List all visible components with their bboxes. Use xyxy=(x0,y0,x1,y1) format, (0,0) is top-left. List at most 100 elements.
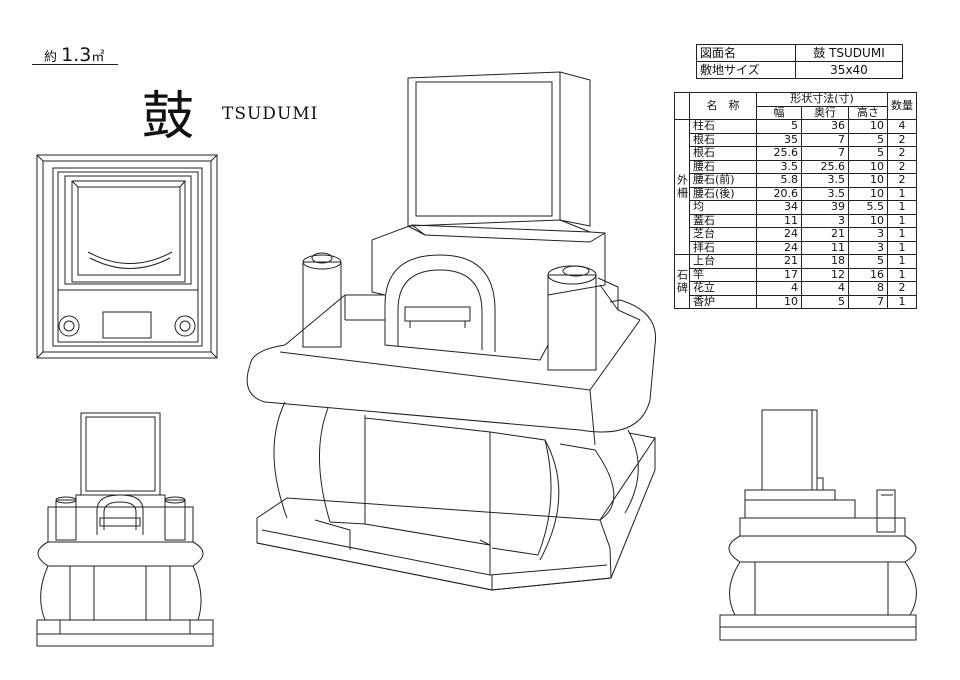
item-name: 根石 xyxy=(689,132,757,147)
dimensions-header: 形状寸法(寸) xyxy=(756,92,888,107)
height-value: 5 xyxy=(848,146,888,161)
item-name: 腰石(後) xyxy=(689,186,757,201)
table-row: 図面名 鼓 TSUDUMI xyxy=(696,44,903,62)
height-header: 高さ xyxy=(848,105,888,120)
item-name: 香炉 xyxy=(689,294,757,309)
quantity-header: 数量 xyxy=(887,92,917,120)
area-prefix: 約 xyxy=(44,50,58,65)
width-value: 25.6 xyxy=(756,146,802,161)
height-value: 8 xyxy=(848,281,888,296)
quantity-value: 1 xyxy=(887,294,917,309)
quantity-value: 1 xyxy=(887,254,917,269)
area-value: 1.3 xyxy=(61,44,92,66)
item-name: 拝石 xyxy=(689,240,757,255)
perspective-view-drawing xyxy=(247,72,655,590)
height-value: 5 xyxy=(848,254,888,269)
quantity-value: 1 xyxy=(887,213,917,228)
height-value: 7 xyxy=(848,294,888,309)
depth-value: 3 xyxy=(801,213,849,228)
item-name: 蓋石 xyxy=(689,213,757,228)
drawing-name-value: 鼓 TSUDUMI xyxy=(795,44,903,62)
drawing-name-label: 図面名 xyxy=(696,44,796,62)
site-size-value: 35x40 xyxy=(795,61,903,79)
depth-value: 3.5 xyxy=(801,173,849,188)
height-value: 16 xyxy=(848,267,888,282)
front-elevation-drawing xyxy=(37,413,213,646)
depth-value: 5 xyxy=(801,294,849,309)
depth-value: 18 xyxy=(801,254,849,269)
quantity-value: 1 xyxy=(887,240,917,255)
quantity-value: 2 xyxy=(887,159,917,174)
depth-value: 39 xyxy=(801,200,849,215)
width-value: 4 xyxy=(756,281,802,296)
model-name-kanji: 鼓 xyxy=(142,87,195,147)
width-value: 5 xyxy=(756,119,802,134)
height-value: 10 xyxy=(848,159,888,174)
item-name: 上台 xyxy=(689,254,757,269)
depth-value: 12 xyxy=(801,267,849,282)
table-row: 敷地サイズ 35x40 xyxy=(696,61,903,79)
width-value: 20.6 xyxy=(756,186,802,201)
item-name: 均 xyxy=(689,200,757,215)
height-value: 5.5 xyxy=(848,200,888,215)
item-name: 腰石 xyxy=(689,159,757,174)
height-value: 10 xyxy=(848,186,888,201)
depth-value: 3.5 xyxy=(801,186,849,201)
depth-value: 7 xyxy=(801,132,849,147)
width-value: 24 xyxy=(756,240,802,255)
quantity-value: 2 xyxy=(887,132,917,147)
width-value: 24 xyxy=(756,227,802,242)
depth-value: 25.6 xyxy=(801,159,849,174)
site-area: 約 1.3㎡ xyxy=(44,44,104,66)
item-name: 腰石(前) xyxy=(689,173,757,188)
quantity-value: 1 xyxy=(887,186,917,201)
height-value: 3 xyxy=(848,240,888,255)
width-value: 11 xyxy=(756,213,802,228)
width-value: 21 xyxy=(756,254,802,269)
width-value: 5.8 xyxy=(756,173,802,188)
height-value: 3 xyxy=(848,227,888,242)
depth-value: 7 xyxy=(801,146,849,161)
quantity-value: 2 xyxy=(887,173,917,188)
item-name: 竿 xyxy=(689,267,757,282)
quantity-value: 1 xyxy=(887,267,917,282)
quantity-value: 1 xyxy=(887,200,917,215)
item-name: 根石 xyxy=(689,146,757,161)
height-value: 5 xyxy=(848,132,888,147)
area-underline xyxy=(32,64,118,65)
quantity-value: 4 xyxy=(887,119,917,134)
quantity-value: 2 xyxy=(887,146,917,161)
height-value: 10 xyxy=(848,213,888,228)
model-name-roman: TSUDUMI xyxy=(222,104,319,124)
depth-value: 36 xyxy=(801,119,849,134)
width-value: 17 xyxy=(756,267,802,282)
item-name: 柱石 xyxy=(689,119,757,134)
group-header-cell xyxy=(674,92,690,120)
side-elevation-drawing xyxy=(720,410,916,640)
drawing-info-table: 図面名 鼓 TSUDUMI 敷地サイズ 35x40 xyxy=(696,44,903,79)
width-value: 3.5 xyxy=(756,159,802,174)
quantity-value: 1 xyxy=(887,227,917,242)
width-value: 35 xyxy=(756,132,802,147)
item-name: 花立 xyxy=(689,281,757,296)
group-label: 外柵 xyxy=(674,119,690,255)
item-name: 芝台 xyxy=(689,227,757,242)
quantity-value: 2 xyxy=(887,281,917,296)
width-value: 10 xyxy=(756,294,802,309)
